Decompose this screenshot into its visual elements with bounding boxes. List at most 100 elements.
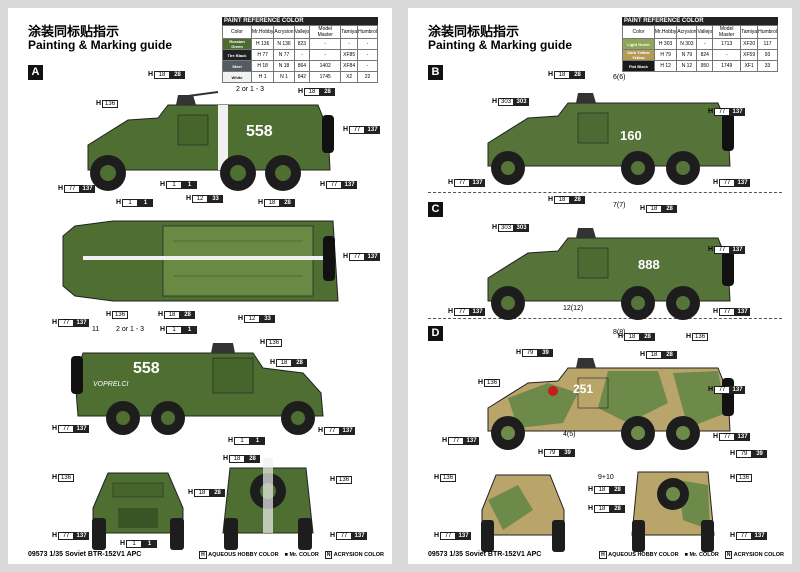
color-swatch: Russian Green: [222, 38, 252, 50]
vehicle-side-view-c: 888: [487, 228, 734, 320]
table-cell: XF20: [740, 38, 759, 50]
table-cell: 1402: [309, 60, 342, 72]
table-cell: -: [712, 49, 742, 61]
paint-reference-table: PAINT REFERENCE COLOR Color Mr.Hobby Acr…: [622, 17, 778, 72]
table-cell: 1745: [309, 71, 342, 83]
section-divider: [428, 192, 782, 193]
hull-number: 558: [246, 123, 273, 140]
color-swatch: Steel: [222, 60, 252, 72]
decal-note: 4(5): [563, 431, 576, 438]
table-cell: H 12: [653, 60, 678, 72]
hull-number: 558: [133, 360, 160, 377]
table-cell: XF1: [740, 60, 759, 72]
page-title-cn: 涂装同标贴指示: [428, 25, 520, 40]
column-header: Model Master: [712, 25, 742, 39]
table-cell: X2: [340, 71, 359, 83]
column-header: Mr.Hobby: [653, 25, 678, 39]
column-header: Color: [622, 25, 655, 39]
decal-note: 9+10: [598, 474, 614, 481]
column-header: Mr.Hobby: [250, 25, 275, 39]
page-title-cn: 涂装同标贴指示: [28, 25, 120, 40]
kit-footer: 09573 1/35 Soviet BTR-152V1 APC: [428, 551, 542, 558]
vehicle-side-view-b: 160: [487, 93, 734, 185]
column-header: Vallejo: [293, 25, 311, 39]
table-cell: N 303: [676, 38, 698, 50]
table-cell: 824: [696, 49, 714, 61]
table-row: Tire Black H 77 N 77 - - XF85 -: [222, 49, 378, 61]
table-cell: 864: [293, 60, 311, 72]
table-cell: -: [340, 38, 359, 50]
table-cell: 1749: [712, 60, 742, 72]
table-cell: N 79: [676, 49, 698, 61]
column-header: Humbrol: [757, 25, 778, 39]
table-row: Steel H 18 N 18 864 1402 XF84 -: [222, 60, 378, 72]
vehicle-front-view-d: [481, 474, 565, 552]
decal-note: 12(12): [563, 305, 584, 312]
color-legend: H AQUEOUS HOBBY COLOR ■ Mr. COLOR N ACRY…: [599, 551, 784, 559]
scheme-letter-d: D: [428, 326, 443, 341]
scheme-letter-b: B: [428, 65, 443, 80]
vehicle-side-view: 558: [87, 91, 334, 191]
page-title: Painting & Marking guide: [428, 38, 573, 52]
table-cell: -: [696, 38, 714, 50]
table-cell: N 1: [273, 71, 295, 83]
decal-note: 2 or 1 - 3: [116, 326, 145, 333]
table-cell: 1713: [712, 38, 742, 50]
column-header: Model Master: [309, 25, 342, 39]
vehicle-side-view-d: 251: [487, 358, 734, 450]
table-cell: N 18: [273, 60, 295, 72]
decal-note: 2 or 1 - 3: [236, 86, 265, 93]
decal-note: 7(7): [613, 202, 626, 209]
hull-number: 888: [638, 257, 660, 272]
color-legend: H AQUEOUS HOBBY COLOR ■ Mr. COLOR N ACRY…: [199, 551, 384, 559]
table-row: Dark Yellow Yellow H 79 N 79 824 - XF59 …: [622, 49, 778, 61]
table-row: Flat Black H 12 N 12 950 1749 XF1 33: [622, 60, 778, 72]
table-cell: H 77: [250, 49, 275, 61]
vehicle-top-view: [62, 220, 339, 302]
hull-number: 160: [620, 128, 642, 143]
table-cell: -: [309, 38, 342, 50]
hull-script: VOPRELCI: [93, 381, 128, 388]
column-header: Tamiya: [340, 25, 359, 39]
paint-reference-table: PAINT REFERENCE COLOR Color Mr.Hobby Acr…: [222, 17, 378, 83]
paint-reference-heading: PAINT REFERENCE COLOR: [222, 17, 378, 25]
column-header: Tamiya: [740, 25, 759, 39]
table-cell: H 303: [653, 38, 678, 50]
decal-note: 11: [92, 326, 100, 333]
vehicle-rear-view: [222, 458, 314, 550]
column-header: Humbrol: [357, 25, 378, 39]
column-header: Vallejo: [696, 25, 714, 39]
table-cell: 22: [357, 71, 378, 83]
color-swatch: Light Green: [622, 38, 655, 50]
table-cell: XF85: [340, 49, 359, 61]
